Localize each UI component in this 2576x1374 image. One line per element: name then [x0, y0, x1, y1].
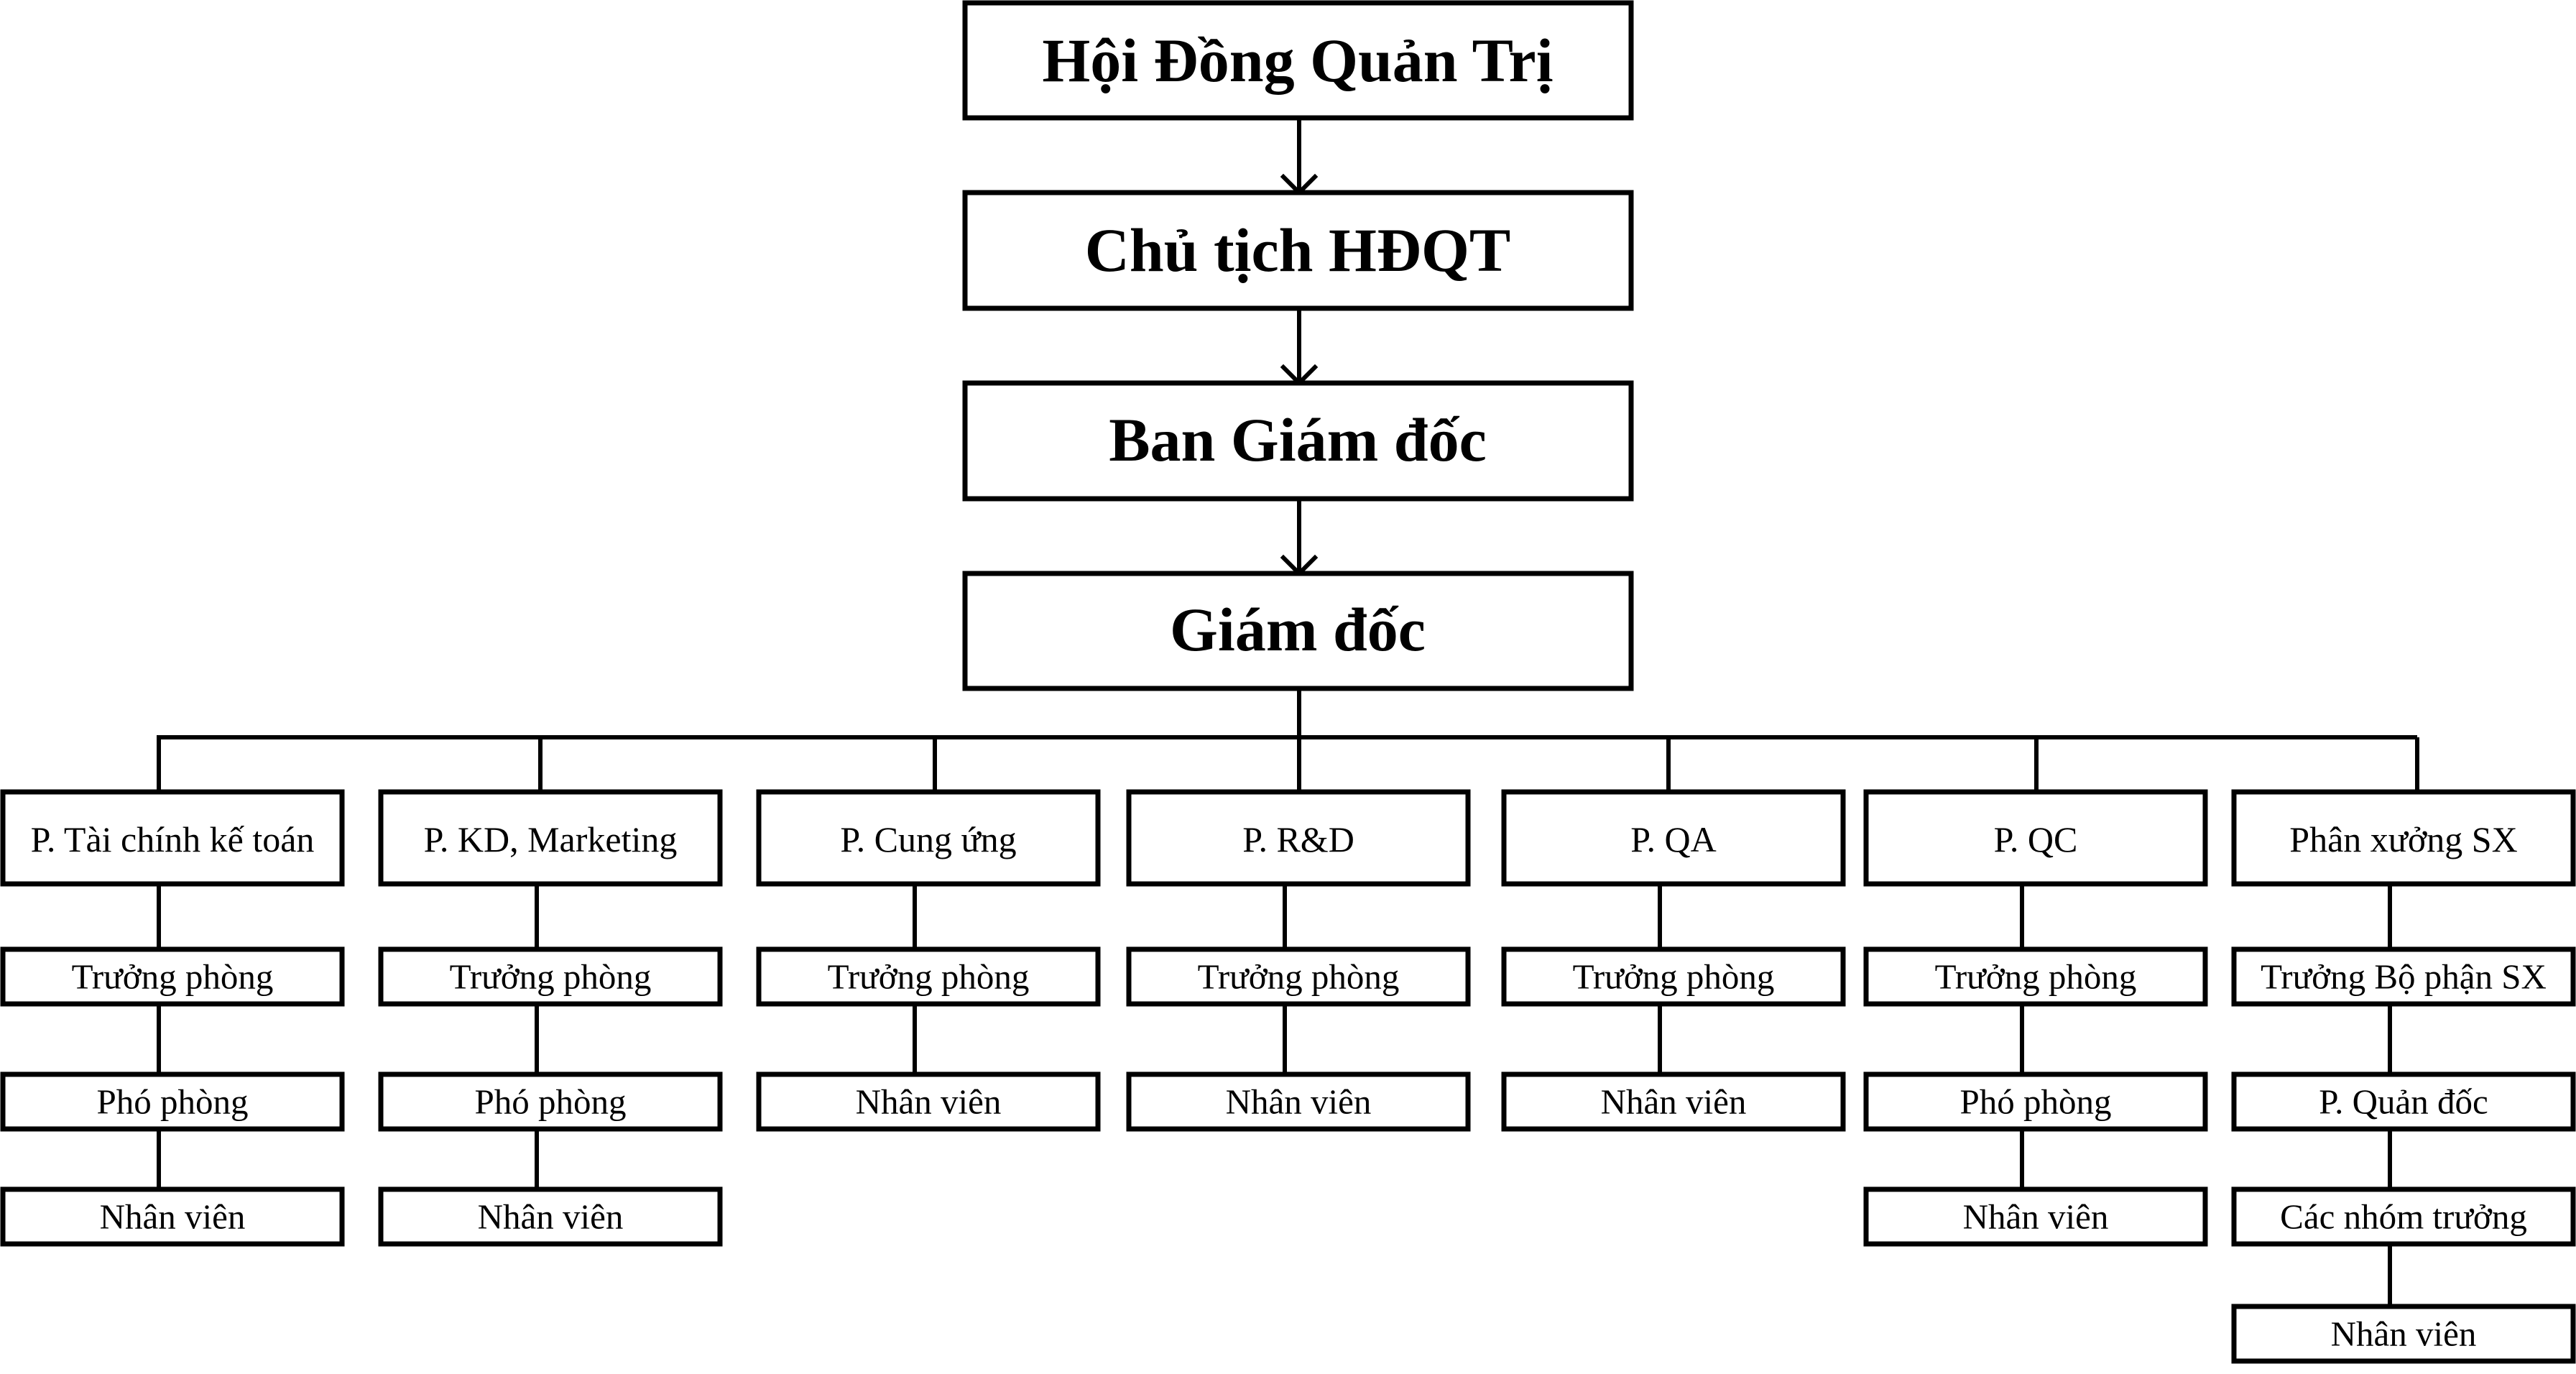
role-truong-phong: Trưởng phòng — [1935, 957, 2137, 997]
role-truong-phong: Trưởng phòng — [450, 957, 652, 997]
role-truong-phong: Trưởng phòng — [72, 957, 274, 997]
department-name: P. KD, Marketing — [424, 819, 678, 859]
role-p-quan-doc: P. Quản đốc — [2319, 1082, 2488, 1122]
role-box — [1501, 946, 1846, 1007]
role-box — [1126, 1071, 1471, 1132]
department-name: P. Cung ứng — [840, 819, 1016, 859]
role-box — [756, 946, 1101, 1007]
department-name: P. QC — [1994, 819, 2078, 859]
role-truong-phong: Trưởng phòng — [1198, 957, 1400, 997]
role-box — [1863, 1186, 2208, 1247]
role-truong-phong: Trưởng phòng — [828, 957, 1030, 997]
top-connectors — [1280, 118, 1319, 577]
role-box — [2231, 946, 2576, 1007]
role-truong-bo-phan-sx: Trưởng Bộ phận SX — [2261, 957, 2547, 997]
role-box — [378, 946, 723, 1007]
role-box — [1501, 1071, 1846, 1132]
role-nhan-vien: Nhân viên — [100, 1197, 246, 1237]
role-cac-nhom-truong: Các nhóm trưởng — [2280, 1197, 2527, 1237]
role-nhan-vien: Nhân viên — [1963, 1197, 2109, 1237]
department-name: P. QA — [1630, 819, 1716, 859]
role-nhan-vien: Nhân viên — [1601, 1082, 1747, 1122]
role-nhan-vien: Nhân viên — [478, 1197, 624, 1237]
role-box — [756, 1071, 1101, 1132]
box-ban-giam-doc: Ban Giám đốc — [962, 380, 1634, 502]
role-box — [2231, 1304, 2576, 1364]
ban-giam-doc-label: Ban Giám đốc — [1109, 405, 1487, 474]
giam-doc-label: Giám đốc — [1170, 595, 1426, 664]
role-pho-phong: Phó phòng — [1959, 1082, 2111, 1122]
department-phan-xuong-sx: Phân xưởng SX Trưởng Bộ phận SX P. Quản đố… — [2231, 789, 2576, 1364]
role-box — [0, 946, 345, 1007]
box-giam-doc: Giám đốc — [962, 571, 1634, 691]
chu-tich-hdqt-label: Chủ tịch HĐQT — [1085, 216, 1511, 285]
role-box — [1126, 946, 1471, 1007]
role-pho-phong: Phó phòng — [474, 1082, 626, 1122]
role-box — [1863, 946, 2208, 1007]
hoi-dong-quan-tri-label: Hội Đồng Quản Trị — [1042, 26, 1553, 95]
role-nhan-vien: Nhân viên — [2331, 1314, 2477, 1354]
department-name: Phân xưởng SX — [2289, 819, 2517, 859]
role-box — [0, 1186, 345, 1247]
box-hoi-dong-quan-tri: Hội Đồng Quản Trị — [962, 0, 1634, 121]
role-truong-phong: Trưởng phòng — [1573, 957, 1775, 997]
role-box — [0, 1071, 345, 1132]
role-box — [378, 1186, 723, 1247]
role-nhan-vien: Nhân viên — [856, 1082, 1002, 1122]
role-box — [378, 1071, 723, 1132]
department-name: P. R&D — [1242, 819, 1354, 859]
role-pho-phong: Phó phòng — [96, 1082, 248, 1122]
box-chu-tich-hdqt: Chủ tịch HĐQT — [962, 190, 1634, 311]
role-nhan-vien: Nhân viên — [1226, 1082, 1372, 1122]
role-box — [2231, 1071, 2576, 1132]
role-box — [1863, 1071, 2208, 1132]
role-box — [2231, 1186, 2576, 1247]
department-name: P. Tài chính kế toán — [31, 819, 315, 859]
department-bus — [157, 688, 2419, 792]
